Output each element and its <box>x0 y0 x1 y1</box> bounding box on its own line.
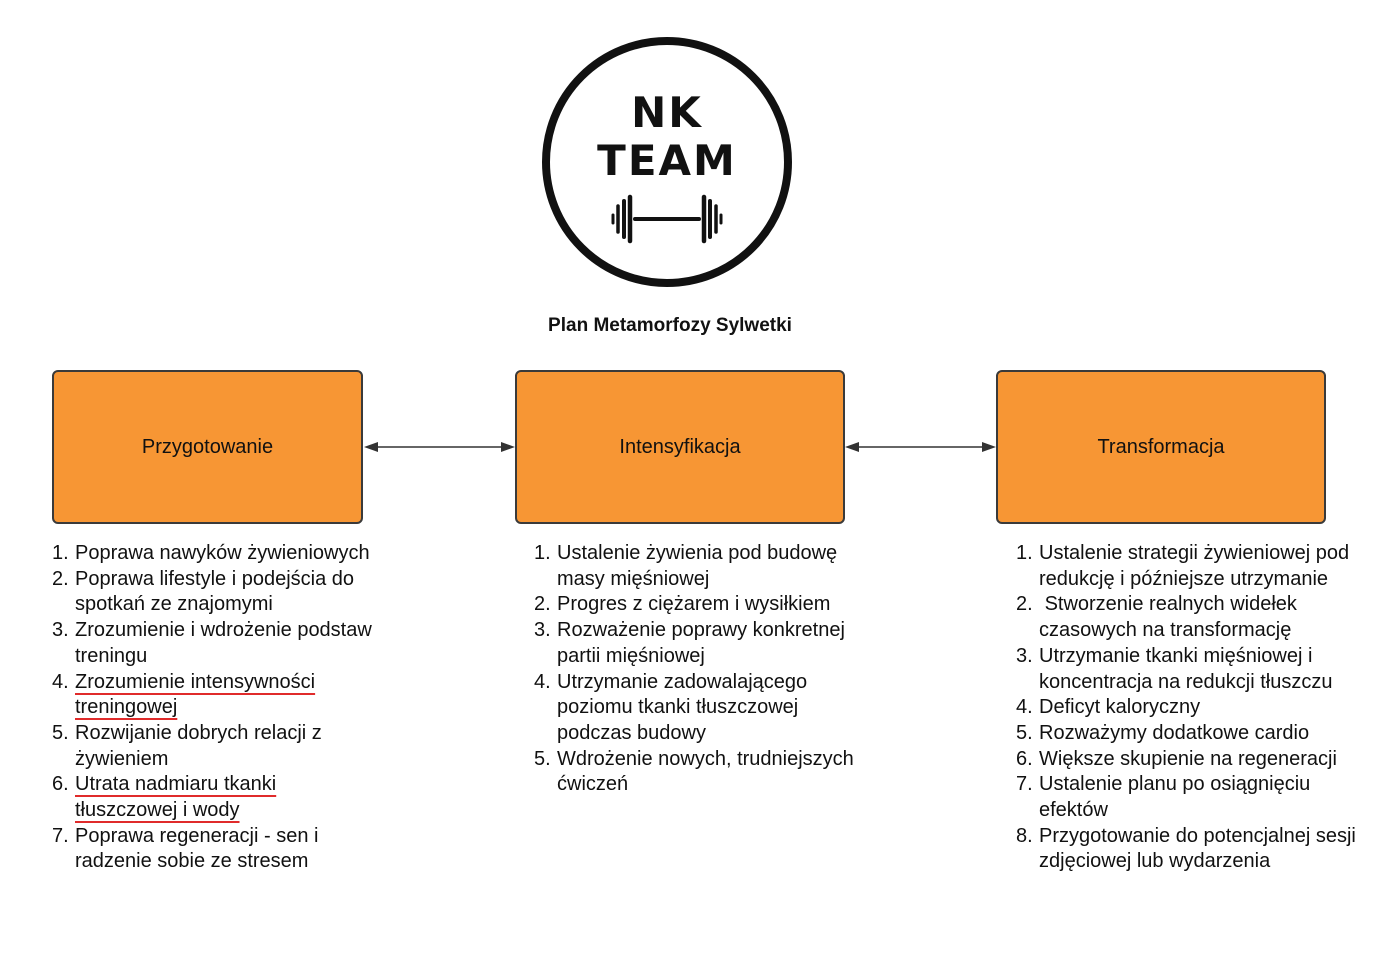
item-text: Deficyt kaloryczny <box>1039 696 1201 719</box>
item-number: 1. <box>52 542 69 564</box>
item-text: Utrzymanie zadowalającego poziomu tkanki… <box>557 670 808 744</box>
list-item: 2. Poprawa lifestyle i podejścia do spotk… <box>52 567 372 618</box>
item-number: 3. <box>1016 644 1033 667</box>
list-item: 4. Zrozumienie intensywności treningowej <box>52 670 372 721</box>
list-item: 5. Rozwijanie dobrych relacji z żywieniem <box>52 721 372 772</box>
item-number: 4. <box>1016 696 1033 719</box>
list-item: 7. Poprawa regeneracji - sen i radzenie s… <box>52 824 372 875</box>
item-number: 6. <box>1016 747 1033 770</box>
stage-list-przygotowanie: 1. Poprawa nawyków żywieniowych 2. Poprawa… <box>52 541 372 875</box>
list-item: 3. Utrzymanie tkanki mięśniowej i koncent… <box>1016 644 1356 695</box>
list-item: 2. Progres z ciężarem i wysiłkiem <box>534 592 854 618</box>
item-text: Poprawa lifestyle i podejścia do spotkań… <box>75 567 355 616</box>
item-text: Większe skupienie na regeneracji <box>1039 747 1337 770</box>
list-item: 1. Ustalenie strategii żywieniowej pod re… <box>1016 541 1356 592</box>
list-item: 1. Poprawa nawyków żywieniowych <box>52 541 372 567</box>
list-item: 6. Utrata nadmiaru tkanki tłuszczowej i w… <box>52 772 372 823</box>
item-text: Rozważenie poprawy konkretnej partii mię… <box>557 619 845 667</box>
item-text: Zrozumienie i wdrożenie podstaw treningu <box>75 619 372 667</box>
item-text: Stworzenie realnych widełek czasowych na… <box>1039 593 1303 642</box>
item-text: Poprawa nawyków żywieniowych <box>75 542 370 564</box>
item-text-underlined: Zrozumienie intensywności treningowej <box>75 670 316 719</box>
list-item: 8. Przygotowanie do potencjalnej sesji zd… <box>1016 824 1356 875</box>
item-text: Ustalenie planu po osiągnięciu efektów <box>1039 773 1311 822</box>
list-item: 4. Deficyt kaloryczny <box>1016 695 1356 721</box>
list-item: 2. Stworzenie realnych widełek czasowych… <box>1016 592 1356 643</box>
logo-text-nk: NK <box>631 88 703 137</box>
diagram-title: Plan Metamorfozy Sylwetki <box>548 315 792 336</box>
item-text: Ustalenie żywienia pod budowę masy mięśn… <box>557 542 838 590</box>
item-text: Ustalenie strategii żywieniowej pod redu… <box>1039 542 1350 590</box>
barbell-icon <box>611 194 723 244</box>
list-item: 3. Rozważenie poprawy konkretnej partii m… <box>534 618 854 669</box>
item-number: 1. <box>1016 542 1033 564</box>
stage-box-przygotowanie: Przygotowanie <box>52 370 363 524</box>
list-item: 3. Zrozumienie i wdrożenie podstaw trenin… <box>52 618 372 669</box>
nk-team-logo: NK TEAM <box>542 37 792 287</box>
item-number: 7. <box>1016 773 1033 796</box>
item-number: 5. <box>1016 721 1033 744</box>
item-number: 4. <box>52 670 69 693</box>
arrow-1-2 <box>364 442 515 452</box>
item-text: Progres z ciężarem i wysiłkiem <box>557 593 831 616</box>
item-number: 4. <box>534 670 551 693</box>
stage-label: Transformacja <box>1097 435 1225 458</box>
stage-box-intensyfikacja: Intensyfikacja <box>515 370 845 524</box>
item-text: Poprawa regeneracji - sen i radzenie sob… <box>75 824 319 873</box>
arrow-2-3 <box>845 442 996 452</box>
list-item: 5. Rozważymy dodatkowe cardio <box>1016 721 1356 747</box>
item-number: 2. <box>1016 593 1033 616</box>
item-number: 5. <box>52 721 69 744</box>
stage-label: Przygotowanie <box>141 435 274 458</box>
logo-text-team: TEAM <box>597 136 737 185</box>
item-number: 2. <box>52 567 69 590</box>
list-item: 6. Większe skupienie na regeneracji <box>1016 747 1356 773</box>
item-text: Rozwijanie dobrych relacji z żywieniem <box>75 721 322 770</box>
item-number: 3. <box>534 619 551 642</box>
item-text: Rozważymy dodatkowe cardio <box>1039 721 1310 744</box>
stage-list-transformacja: 1. Ustalenie strategii żywieniowej pod re… <box>1016 541 1356 875</box>
list-item: 1. Ustalenie żywienia pod budowę masy mię… <box>534 541 854 592</box>
stage-box-transformacja: Transformacja <box>996 370 1326 524</box>
item-text: Wdrożenie nowych, trudniejszych ćwiczeń <box>557 747 854 796</box>
item-text: Utrzymanie tkanki mięśniowej i koncentra… <box>1039 644 1333 693</box>
item-number: 5. <box>534 747 551 770</box>
stage-label: Intensyfikacja <box>619 435 741 458</box>
item-number: 8. <box>1016 824 1033 847</box>
item-number: 6. <box>52 773 69 796</box>
list-item: 4. Utrzymanie zadowalającego poziomu tkan… <box>534 670 854 747</box>
list-item: 5. Wdrożenie nowych, trudniejszych ćwicze… <box>534 747 854 798</box>
item-number: 2. <box>534 593 551 616</box>
stage-list-intensyfikacja: 1. Ustalenie żywienia pod budowę masy mię… <box>534 541 854 798</box>
item-text: Przygotowanie do potencjalnej sesji zdję… <box>1039 824 1356 873</box>
item-text-underlined: Utrata nadmiaru tkanki tłuszczowej i wod… <box>75 773 277 822</box>
list-item: 7. Ustalenie planu po osiągnięciu efektów <box>1016 772 1356 823</box>
item-number: 1. <box>534 542 551 564</box>
item-number: 7. <box>52 824 69 847</box>
item-number: 3. <box>52 619 69 642</box>
